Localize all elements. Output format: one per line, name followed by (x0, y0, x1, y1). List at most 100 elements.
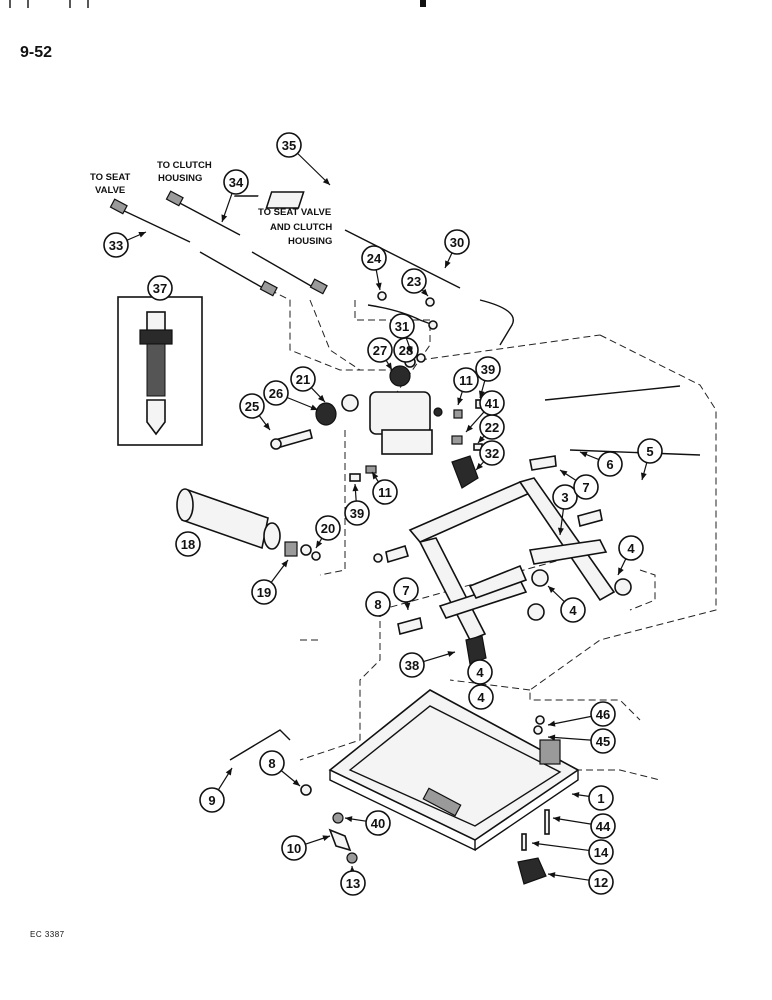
note-to-clutch-housing-line1: TO CLUTCH (157, 160, 212, 171)
callout-38: 38 (399, 651, 456, 678)
callout-circle (103, 232, 129, 258)
callout-14: 14 (531, 839, 614, 865)
callout-circle (290, 366, 316, 392)
callout-3: 3 (552, 484, 578, 536)
decal-part (234, 191, 305, 209)
callout-arrowhead (618, 567, 624, 575)
callout-arrowhead (478, 435, 485, 443)
callout-21: 21 (290, 366, 326, 403)
seat-base-frame (229, 689, 580, 885)
callout-arrowhead (372, 472, 379, 480)
callout-arrowhead (476, 462, 483, 470)
callout-circle (468, 684, 494, 710)
callout-9: 9 (199, 767, 233, 813)
callout-circle (618, 535, 644, 561)
callout-13: 13 (340, 865, 366, 896)
callout-number: 1 (597, 791, 604, 806)
callout-37: 37 (147, 275, 173, 301)
accumulator-cylinder (176, 488, 321, 561)
callout-11: 11 (371, 471, 398, 505)
callout-number: 18 (181, 537, 195, 552)
callout-number: 41 (485, 396, 499, 411)
callout-number: 23 (407, 274, 421, 289)
callout-arrowhead (557, 527, 564, 535)
callout-41: 41 (465, 390, 505, 433)
callout-10: 10 (281, 835, 331, 861)
callout-34: 34 (221, 169, 249, 223)
callout-12: 12 (547, 869, 614, 895)
callout-arrowhead (352, 484, 359, 492)
callout-arrowhead (263, 422, 270, 430)
callout-4: 4 (547, 585, 586, 623)
callout-number: 40 (371, 816, 385, 831)
callout-31: 31 (389, 313, 415, 355)
scan-marks (9, 0, 426, 8)
callout-46: 46 (547, 701, 616, 727)
callout-circle (251, 579, 277, 605)
callout-circle (344, 500, 370, 526)
callout-number: 4 (477, 690, 485, 705)
callout-number: 10 (287, 841, 301, 856)
callout-number: 21 (296, 372, 310, 387)
callout-45: 45 (547, 728, 616, 754)
callout-23: 23 (401, 268, 429, 297)
callout-bubbles: 1344445677889101111121314181920212223242… (103, 132, 663, 896)
callout-6: 6 (579, 451, 623, 477)
callout-number: 4 (476, 665, 484, 680)
callout-circle (389, 313, 415, 339)
callout-circle (479, 440, 505, 466)
callout-44: 44 (552, 813, 616, 839)
callout-11: 11 (453, 367, 479, 406)
callout-circle (367, 337, 393, 363)
callout-circle (590, 813, 616, 839)
routing-notes: TO SEAT VALVE TO CLUTCH HOUSING TO SEAT … (90, 160, 332, 247)
callout-number: 5 (646, 444, 653, 459)
note-seat-valve-clutch-line2: AND CLUTCH (270, 222, 332, 233)
callout-number: 7 (402, 583, 409, 598)
callout-number: 39 (481, 362, 495, 377)
callout-circle (401, 268, 427, 294)
callout-number: 8 (268, 756, 275, 771)
callout-18: 18 (175, 531, 201, 557)
callout-39: 39 (475, 356, 501, 399)
callout-leader-line (531, 842, 590, 852)
callout-number: 44 (596, 819, 611, 834)
scissor-linkage (373, 385, 701, 679)
callout-number: 11 (459, 373, 473, 388)
callout-number: 8 (374, 597, 381, 612)
callout-35: 35 (276, 132, 331, 186)
callout-28: 28 (393, 337, 419, 363)
callout-8: 8 (259, 750, 301, 787)
callout-circle (276, 132, 302, 158)
callout-circle (365, 810, 391, 836)
callout-number: 39 (350, 506, 364, 521)
callout-4: 4 (468, 684, 494, 710)
callout-arrowhead (548, 872, 556, 879)
callout-leader-line (547, 715, 592, 726)
callout-circle (590, 728, 616, 754)
callout-number: 6 (606, 457, 613, 472)
callout-circle (223, 169, 249, 195)
callout-circle (552, 484, 578, 510)
callout-number: 38 (405, 658, 419, 673)
callout-30: 30 (444, 229, 470, 269)
callout-circle (444, 229, 470, 255)
callout-arrowhead (553, 816, 561, 823)
callout-circle (573, 474, 599, 500)
callout-arrowhead (445, 260, 451, 268)
callout-32: 32 (475, 440, 505, 471)
note-to-clutch-housing-line2: HOUSING (158, 173, 202, 184)
callout-arrowhead (548, 734, 556, 741)
callout-circle (393, 577, 419, 603)
note-seat-valve-clutch-line3: HOUSING (288, 236, 332, 247)
callout-39: 39 (344, 483, 370, 526)
hydraulic-hoses (109, 190, 514, 346)
callout-arrowhead (404, 602, 411, 610)
callout-arrowhead (580, 451, 588, 458)
callout-24: 24 (361, 245, 387, 291)
callout-circle (590, 701, 616, 727)
callout-20: 20 (315, 515, 341, 549)
callout-arrowhead (375, 282, 382, 290)
callout-8: 8 (365, 591, 391, 617)
